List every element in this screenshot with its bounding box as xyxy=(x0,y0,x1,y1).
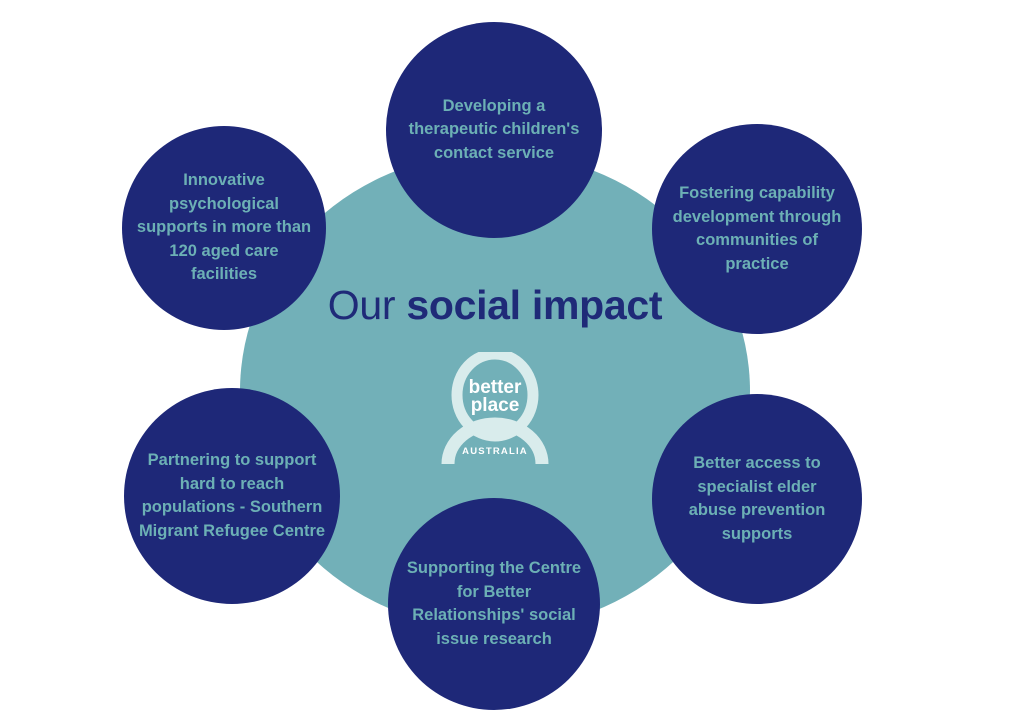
page-title-regular: Our xyxy=(327,282,407,328)
node-label: Developing a therapeutic children's cont… xyxy=(408,96,580,162)
node-elder-abuse-prevention: Better access to specialist elder abuse … xyxy=(652,394,862,604)
logo-country-label: AUSTRALIA xyxy=(462,446,528,457)
node-label: Better access to specialist elder abuse … xyxy=(688,454,826,543)
node-centre-for-better-relationships-research: Supporting the Centre for Better Relatio… xyxy=(388,498,600,710)
node-label: Partnering to support hard to reach popu… xyxy=(138,451,326,540)
node-label: Fostering capability development through… xyxy=(672,184,842,273)
logo-word-place: place xyxy=(471,395,520,416)
better-place-australia-logo: better place AUSTRALIA xyxy=(440,352,550,472)
node-therapeutic-contact-service: Developing a therapeutic children's cont… xyxy=(386,22,602,238)
page-title-bold: social impact xyxy=(406,282,663,328)
logo-word-better: better xyxy=(469,377,522,398)
page-title: Our social impact xyxy=(240,281,750,329)
node-label: Supporting the Centre for Better Relatio… xyxy=(406,559,582,648)
node-communities-of-practice: Fostering capability development through… xyxy=(652,124,862,334)
node-southern-migrant-refugee-centre: Partnering to support hard to reach popu… xyxy=(124,388,340,604)
node-aged-care-psychological-supports: Innovative psychological supports in mor… xyxy=(122,126,326,330)
node-label: Innovative psychological supports in mor… xyxy=(136,171,312,284)
